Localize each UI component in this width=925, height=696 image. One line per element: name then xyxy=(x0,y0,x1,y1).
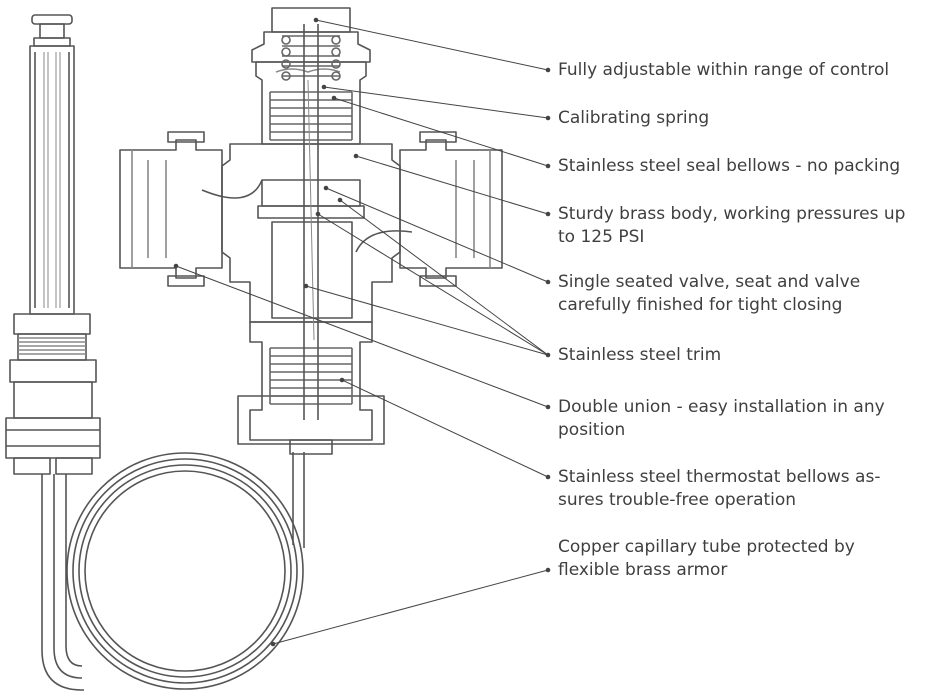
calibrating-spring xyxy=(281,35,341,81)
leader-brass-body xyxy=(355,155,549,215)
callout-capillary: Copper capillary tube protected by flexi… xyxy=(558,537,855,580)
leader-double-union xyxy=(175,265,549,408)
callout-adjustable: Fully adjustable within range of control xyxy=(558,60,890,80)
capillary-coil xyxy=(66,452,305,690)
leader-dots xyxy=(173,17,551,647)
thermostat-bellows xyxy=(269,347,353,405)
leader-valve-seat-2 xyxy=(317,213,549,356)
leader-thermostat-bellows xyxy=(341,379,549,478)
sensing-bulb xyxy=(5,14,101,691)
leader-calibrating-spring xyxy=(323,86,549,119)
leader-capillary xyxy=(272,569,549,645)
leader-valve-seat-1 xyxy=(325,187,549,283)
leader-lines xyxy=(175,19,549,645)
callout-brass-body: Sturdy brass body, working pressures up … xyxy=(558,204,906,247)
leader-seal-bellows xyxy=(333,97,549,167)
valve-stem xyxy=(303,24,319,420)
callout-trim: Stainless steel trim xyxy=(558,345,722,365)
callout-double-union: Double union - easy installation in any … xyxy=(558,397,885,440)
callout-calibrating-spring: Calibrating spring xyxy=(558,108,710,128)
callout-valve-seat: Single seated valve, seat and valve care… xyxy=(558,272,861,315)
leader-trim-2 xyxy=(305,285,549,356)
leader-adjustable xyxy=(315,19,549,71)
callout-seal-bellows: Stainless steel seal bellows - no packin… xyxy=(558,156,901,176)
leader-trim-1 xyxy=(339,199,549,356)
seal-bellows xyxy=(269,91,353,141)
callout-thermostat-bellows: Stainless steel thermostat bellows as-su… xyxy=(558,467,881,510)
